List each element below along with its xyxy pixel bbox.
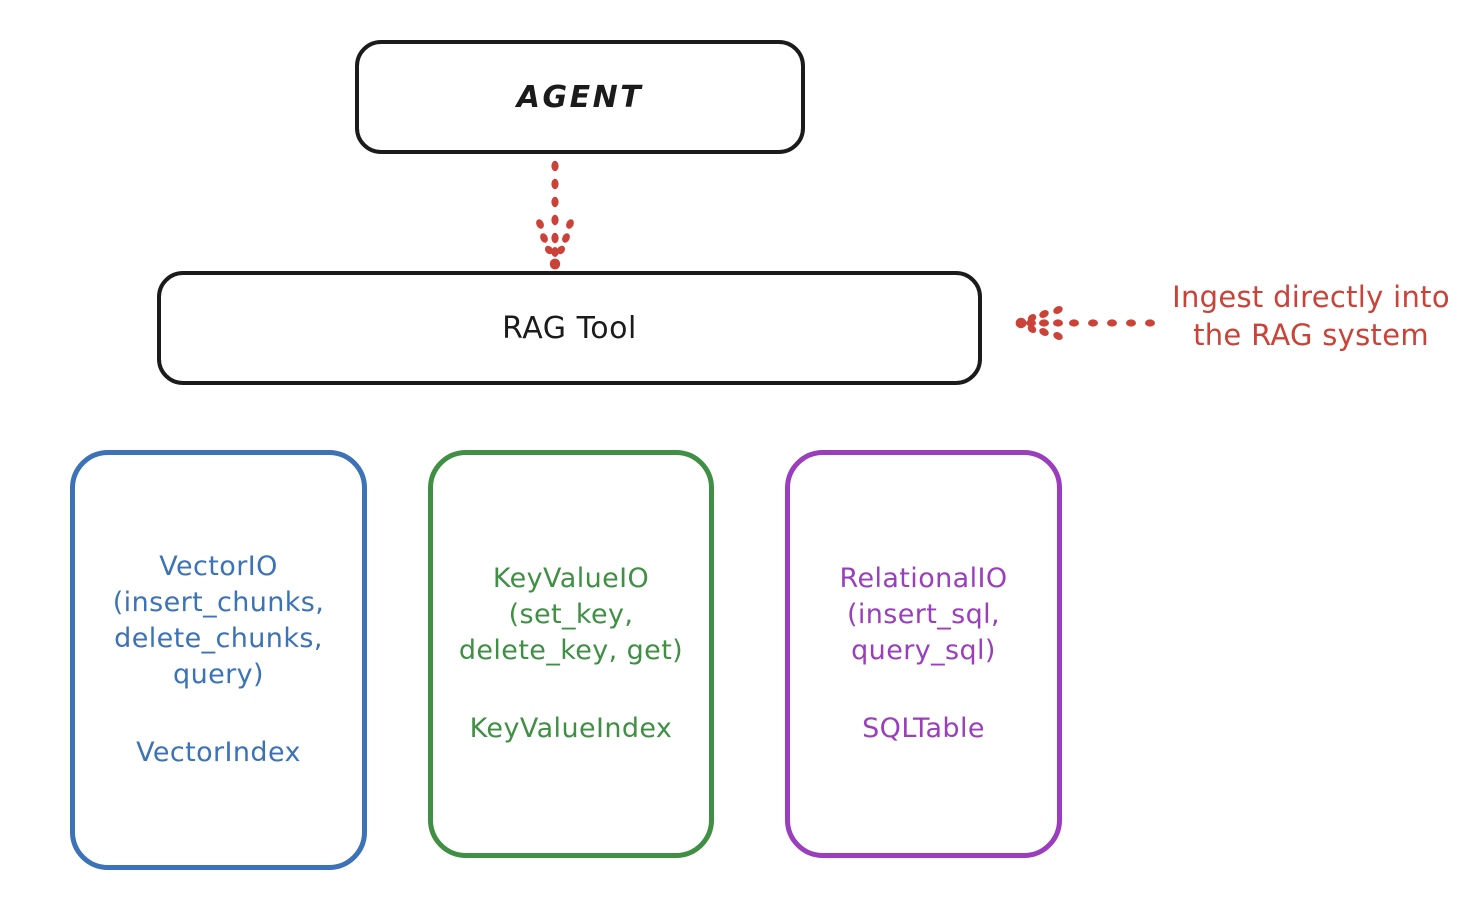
relational-io-index: SQLTable — [862, 713, 985, 745]
rag-tool-node-label: RAG Tool — [502, 310, 637, 346]
vector-io-index: VectorIndex — [136, 737, 301, 769]
rag-tool-node[interactable]: RAG Tool — [157, 271, 982, 385]
agent-to-rag-tool-arrow — [536, 160, 574, 270]
vector-io-signature: (insert_chunks, delete_chunks, query) — [112, 586, 325, 691]
relational-io-title: RelationalIO — [839, 562, 1008, 594]
vector-io-content: VectorIO (insert_chunks, delete_chunks, … — [113, 549, 324, 772]
key-value-io-node[interactable]: KeyValueIO (set_key, delete_key, get) Ke… — [428, 450, 714, 858]
agent-node-label: AGENT — [516, 79, 644, 115]
ingest-arrow — [1015, 306, 1155, 340]
relational-io-content: RelationalIO (insert_sql, query_sql) SQL… — [840, 561, 1008, 748]
ingest-annotation-text: Ingest directly into the RAG system — [1172, 280, 1450, 353]
vector-io-node[interactable]: VectorIO (insert_chunks, delete_chunks, … — [70, 450, 367, 870]
relational-io-node[interactable]: RelationalIO (insert_sql, query_sql) SQL… — [785, 450, 1062, 858]
key-value-io-signature: (set_key, delete_key, get) — [458, 598, 684, 666]
relational-io-signature: (insert_sql, query_sql) — [846, 598, 1001, 666]
key-value-io-content: KeyValueIO (set_key, delete_key, get) Ke… — [459, 561, 683, 748]
agent-node[interactable]: AGENT — [355, 40, 805, 154]
key-value-io-title: KeyValueIO — [492, 562, 650, 594]
key-value-io-index: KeyValueIndex — [469, 713, 673, 745]
vector-io-title: VectorIO — [159, 550, 278, 582]
